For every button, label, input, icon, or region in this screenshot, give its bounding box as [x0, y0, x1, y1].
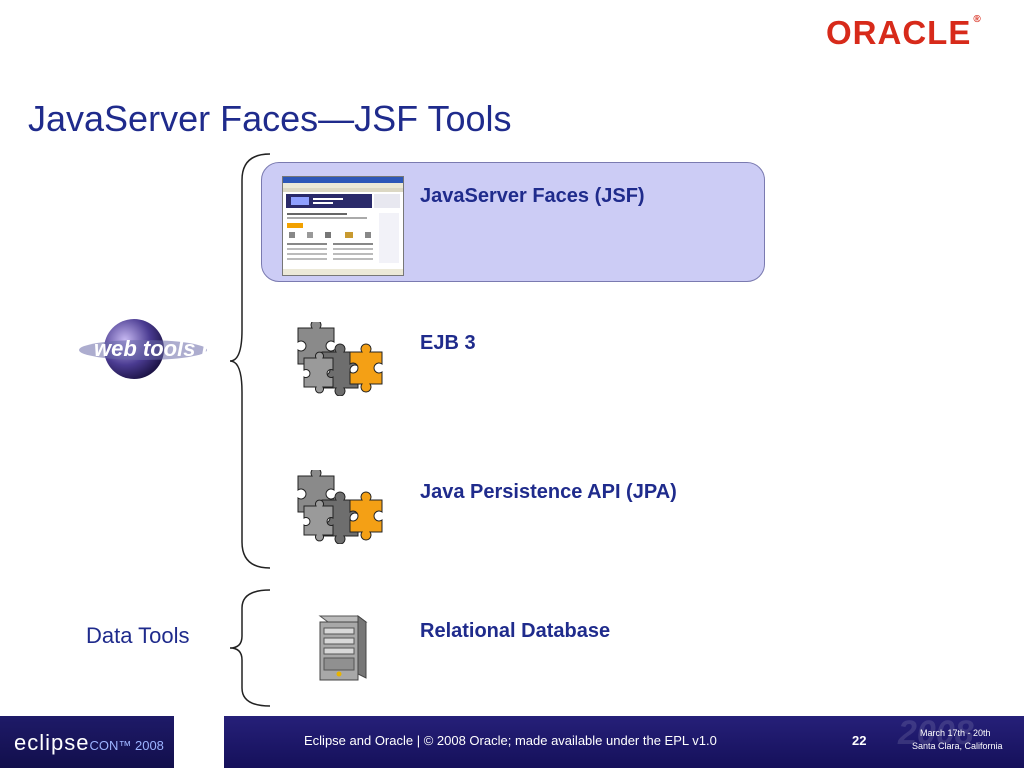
puzzle-pieces-icon-2 [297, 470, 383, 544]
server-icon [318, 615, 368, 681]
event-place: Santa Clara, California [912, 741, 1003, 751]
eclipsecon-logo: eclipseCON™ 2008 [14, 730, 164, 755]
data-tools-brace [229, 589, 271, 707]
footer-text: Eclipse and Oracle | © 2008 Oracle; made… [304, 733, 717, 748]
item-label-relational-database: Relational Database [420, 620, 611, 642]
web-tools-logo: web tools platform [79, 319, 208, 379]
page-number: 22 [852, 733, 867, 748]
footer-bar [224, 716, 1024, 768]
event-date: March 17th - 20th [920, 728, 991, 738]
web-tools-text: web tools platform [94, 336, 208, 361]
oracle-logo: ORACLE® [826, 14, 982, 51]
data-tools-label: Data Tools [86, 623, 190, 648]
web-tools-brace [229, 153, 271, 569]
footer-eclipsecon-panel [0, 716, 174, 768]
item-label-jpa: Java Persistence API (JPA) [420, 481, 677, 503]
footer-year-watermark: 2008 [898, 714, 974, 752]
browser-screenshot-icon [282, 176, 404, 276]
item-label-jsf: JavaServer Faces (JSF) [420, 185, 645, 207]
item-label-ejb3: EJB 3 [420, 332, 476, 354]
puzzle-pieces-icon [297, 322, 383, 396]
slide-title: JavaServer Faces—JSF Tools [28, 98, 512, 139]
